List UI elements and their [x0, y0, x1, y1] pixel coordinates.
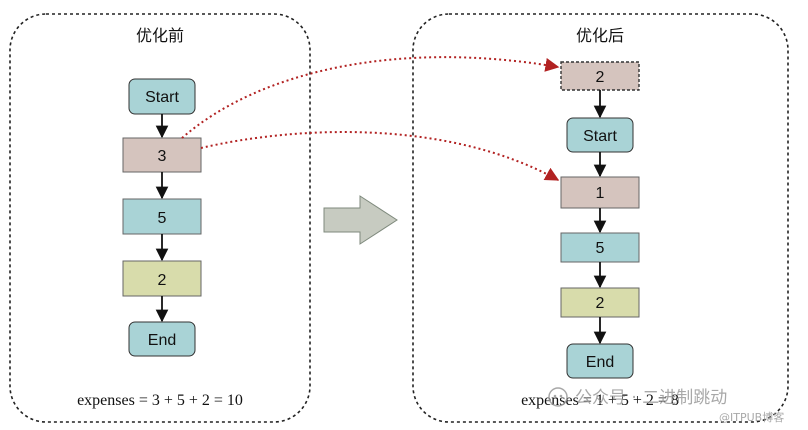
- before-node-start: Start: [128, 78, 196, 115]
- svg-text:5: 5: [158, 210, 167, 227]
- after-node-5: 5: [560, 232, 640, 263]
- before-formula: expenses = 3 + 5 + 2 = 10: [77, 392, 243, 409]
- after-node-end: End: [566, 343, 634, 379]
- after-node-2: 2: [560, 287, 640, 318]
- watermark-account: 公众号 · 二进制跳动: [575, 388, 727, 408]
- after-node-1: 1: [560, 176, 640, 209]
- after-node-start: Start: [566, 117, 634, 153]
- before-node-end: End: [128, 321, 196, 357]
- transition-arrow-icon: [323, 195, 398, 245]
- svg-text:2: 2: [596, 295, 605, 312]
- before-panel: [9, 13, 311, 423]
- before-node-3: 3: [122, 137, 202, 173]
- svg-text:Start: Start: [583, 128, 617, 145]
- reorder-arrow-to-top: [181, 56, 560, 139]
- after-title: 优化后: [576, 26, 624, 45]
- after-panel: [412, 13, 789, 423]
- watermark: 公众号 · 二进制跳动 @ITPUB博客: [548, 387, 784, 424]
- before-title: 优化前: [136, 26, 184, 45]
- svg-text:3: 3: [158, 148, 167, 165]
- wechat-icon: [548, 387, 568, 407]
- before-node-2: 2: [122, 260, 202, 297]
- svg-text:2: 2: [158, 272, 167, 289]
- reorder-arrow-to-node-1: [200, 131, 560, 181]
- after-node-2-moved: 2: [560, 61, 640, 91]
- svg-text:2: 2: [596, 69, 605, 86]
- svg-text:5: 5: [596, 240, 605, 257]
- before-node-5: 5: [122, 198, 202, 235]
- watermark-site: @ITPUB博客: [719, 410, 784, 424]
- svg-text:Start: Start: [145, 89, 179, 106]
- svg-text:End: End: [586, 354, 614, 371]
- svg-text:End: End: [148, 332, 176, 349]
- svg-text:1: 1: [596, 185, 605, 202]
